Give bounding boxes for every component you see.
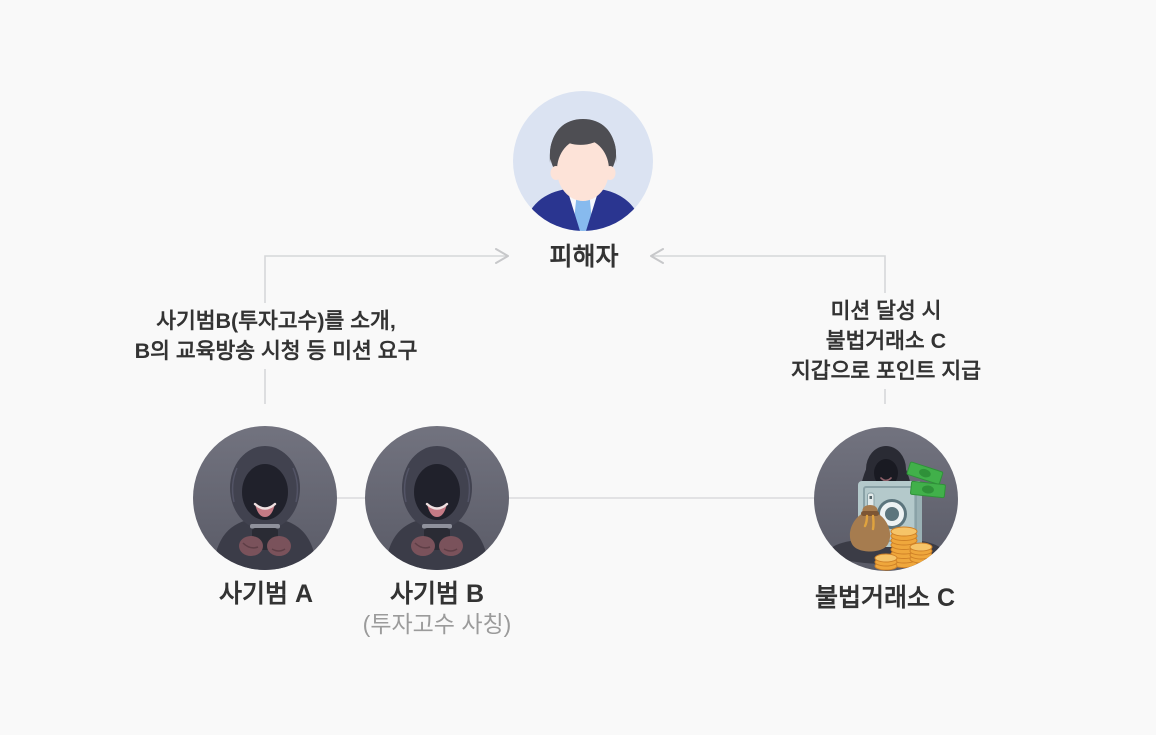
annotation-line: 불법거래소 C xyxy=(825,329,947,353)
annotation-line: 미션 달성 시 xyxy=(830,299,942,323)
annotation-line: 지갑으로 포인트 지급 xyxy=(791,359,981,383)
fraudster-b-avatar xyxy=(365,426,509,570)
fraudster-a-avatar xyxy=(193,426,337,570)
exchange-c-avatar xyxy=(814,427,958,571)
fraudster-a-label: 사기범 A xyxy=(210,579,322,609)
hooded-hacker-phone-icon xyxy=(385,446,489,570)
fraudster-b-label: 사기범 B xyxy=(381,579,493,609)
annotation-line: B의 교육방송 시청 등 미션 요구 xyxy=(134,339,418,363)
exchange-c-label: 불법거래소 C xyxy=(806,583,964,613)
businessman-avatar-icon xyxy=(523,119,643,231)
victim-avatar xyxy=(513,91,653,231)
annotation-mission-request: 사기범B(투자고수)를 소개, B의 교육방송 시청 등 미션 요구 xyxy=(124,303,428,369)
victim-label: 피해자 xyxy=(541,242,627,272)
annotation-line: 사기범B(투자고수)를 소개, xyxy=(156,309,396,333)
safe-money-coins-icon xyxy=(830,446,946,571)
fraudster-b-sublabel: (투자고수 사칭) xyxy=(362,611,512,637)
arrowhead-right-icon xyxy=(495,248,509,264)
arrowhead-left-icon xyxy=(650,248,664,264)
hooded-hacker-phone-icon xyxy=(213,446,317,570)
annotation-point-payment: 미션 달성 시 불법거래소 C 지갑으로 포인트 지급 xyxy=(781,293,991,389)
